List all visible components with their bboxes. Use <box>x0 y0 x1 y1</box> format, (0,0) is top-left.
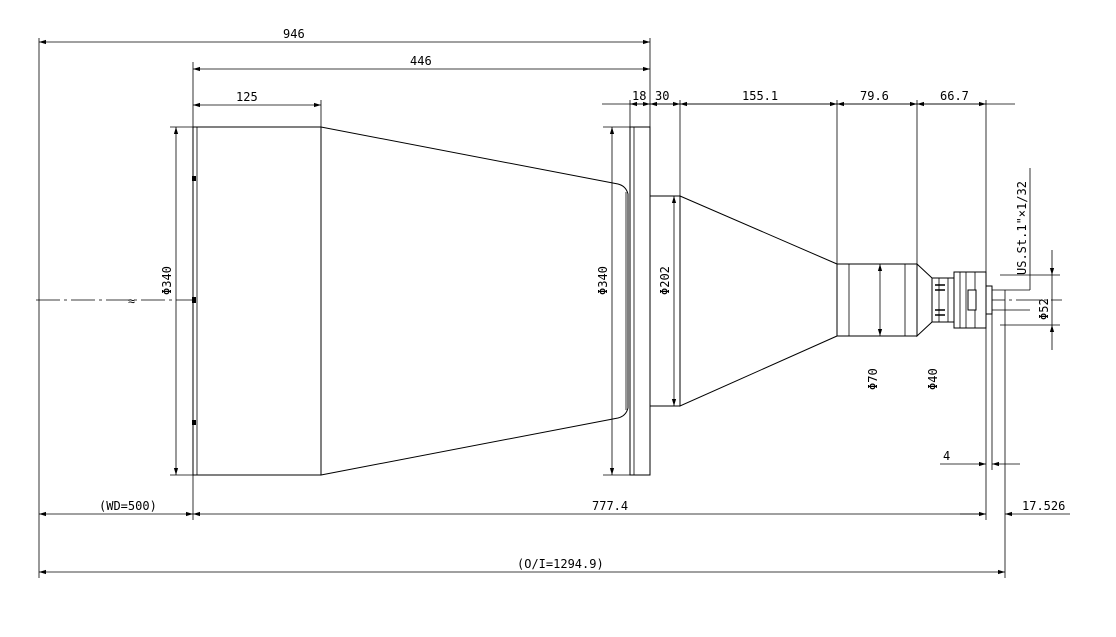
front-cone <box>320 126 629 476</box>
dim-flange-step: 30 <box>655 89 669 103</box>
extension-lines <box>38 38 1060 578</box>
dim-thread-spec: US.St.1"×1/32 <box>1015 181 1029 275</box>
dim-cone-length: 155.1 <box>742 89 778 103</box>
rear-barrel <box>836 263 918 337</box>
dim-rear-length: 66.7 <box>940 89 969 103</box>
lens-body <box>192 126 1030 476</box>
dim-front-diameter: Φ340 <box>160 266 174 295</box>
dim-barrel-length: 79.6 <box>860 89 889 103</box>
dim-flange-thickness: 18 <box>632 89 646 103</box>
dim-mount-offset: 4 <box>943 449 950 463</box>
dim-mid-diameter: Φ202 <box>658 266 672 295</box>
dim-mount-diameter: Φ52 <box>1037 298 1051 320</box>
break-mark: ≈ <box>128 294 135 308</box>
dim-total-length: 946 <box>283 27 305 41</box>
dim-working-distance: (WD=500) <box>99 499 157 513</box>
dim-lens-length: 446 <box>410 54 432 68</box>
front-barrel <box>192 126 322 476</box>
mounting-flange <box>629 126 651 476</box>
dim-optical-length: 777.4 <box>592 499 628 513</box>
dim-back-focal: 17.526 <box>1022 499 1065 513</box>
middle-hub <box>649 195 681 407</box>
dim-flange-diameter: Φ340 <box>596 266 610 295</box>
rear-cone <box>679 195 838 407</box>
dim-object-to-image: (O/I=1294.9) <box>517 557 604 571</box>
dim-front-length: 125 <box>236 90 258 104</box>
dim-barrel-diameter: Φ70 <box>866 368 880 390</box>
dim-rear-diameter: Φ40 <box>926 368 940 390</box>
